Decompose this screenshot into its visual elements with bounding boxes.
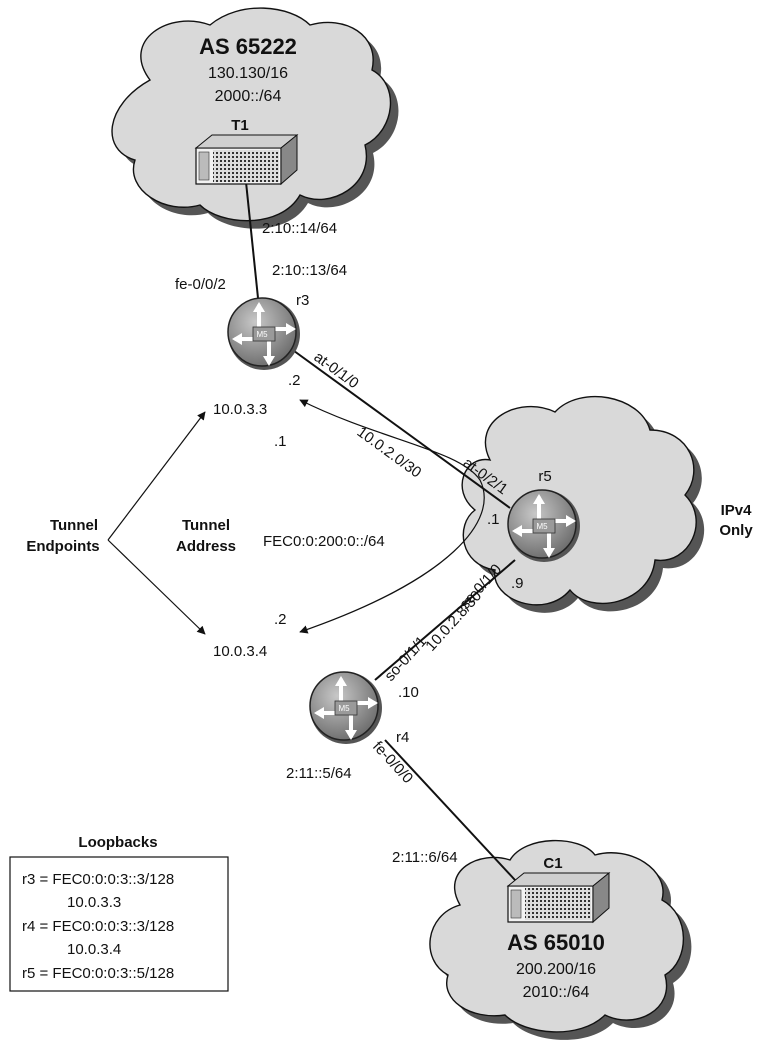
t1-ipv4-prefix: 130.130/16 — [208, 65, 288, 82]
endpoint-arrow-r3 — [107, 411, 206, 541]
r4-so-host: .10 — [398, 684, 419, 701]
tunnel-endpoint-r4: 10.0.3.4 — [213, 643, 267, 660]
loopbacks-title: Loopbacks — [78, 834, 157, 851]
r5-at-host: .1 — [487, 511, 500, 528]
r3-side-address: 2:10::13/64 — [272, 262, 347, 279]
t1-ipv6-prefix: 2000::/64 — [215, 88, 282, 105]
r4-r5-network: 10.0.2.8/30 — [422, 588, 485, 655]
tunnel-path — [299, 399, 485, 634]
c1-router-label: C1 — [543, 855, 562, 872]
t1-side-address: 2:10::14/64 — [262, 220, 337, 237]
c1-as-label: AS 65010 — [507, 930, 605, 955]
r3-name: r3 — [296, 292, 309, 309]
tunnel-host-r4: .2 — [274, 611, 287, 628]
r5-router-icon: M5 — [506, 488, 582, 564]
r3-at-interface: at-0/1/0 — [311, 348, 362, 392]
r4-router-icon: M5 — [308, 670, 384, 746]
link-t1-r3 — [245, 181, 259, 299]
t1-as-label: AS 65222 — [199, 34, 297, 59]
tunnel-address-line2: Address — [176, 538, 236, 555]
r3-r5-network: 10.0.2.0/30 — [354, 423, 425, 481]
c1-cloud — [429, 839, 692, 1040]
tunnel-endpoints-line1: Tunnel — [50, 517, 98, 534]
r3-fe-interface: fe-0/0/2 — [175, 276, 226, 293]
c1-ipv4-prefix: 200.200/16 — [516, 961, 596, 978]
t1-router-label: T1 — [231, 117, 249, 134]
loopback-r4-ipv6: r4 = FEC0:0:0:3::3/128 — [22, 918, 174, 935]
c1-ipv6-prefix: 2010::/64 — [523, 984, 590, 1001]
r4-model-label: M5 — [338, 704, 350, 713]
t1-server-icon — [194, 133, 299, 186]
tunnel-prefix: FEC0:0:200:0::/64 — [263, 533, 385, 550]
ipv4-only-line1: IPv4 — [721, 502, 753, 519]
r5-model-label: M5 — [536, 522, 548, 531]
r3-model-label: M5 — [256, 330, 268, 339]
link-r3-r5 — [289, 347, 511, 509]
c1-server-icon — [506, 871, 611, 924]
r3-at-host: .2 — [288, 372, 301, 389]
r5-name: r5 — [538, 468, 551, 485]
r5-cloud — [461, 395, 705, 613]
loopback-r4-ipv4: 10.0.3.4 — [67, 941, 121, 958]
tunnel-endpoint-r3: 10.0.3.3 — [213, 401, 267, 418]
c1-side-address: 2:11::6/64 — [392, 849, 458, 866]
tunnel-endpoints-line2: Endpoints — [26, 538, 99, 555]
loopback-r3-ipv4: 10.0.3.3 — [67, 894, 121, 911]
loopback-r3-ipv6: r3 = FEC0:0:0:3::3/128 — [22, 871, 174, 888]
link-r5-r4 — [374, 559, 516, 681]
r4-name: r4 — [396, 729, 409, 746]
r5-so-host: .9 — [511, 575, 524, 592]
r4-side-address: 2:11::5/64 — [286, 765, 352, 782]
t1-cloud — [111, 7, 399, 229]
tunnel-address-line1: Tunnel — [182, 517, 230, 534]
link-r4-c1 — [384, 739, 516, 881]
loopbacks-box — [9, 856, 229, 992]
r3-router-icon: M5 — [226, 296, 302, 372]
endpoint-arrow-r4 — [107, 539, 206, 635]
ipv4-only-line2: Only — [719, 522, 753, 539]
loopback-r5-ipv6: r5 = FEC0:0:0:3::5/128 — [22, 965, 174, 982]
tunnel-host-r3: .1 — [274, 433, 287, 450]
r4-so-interface: so-0/1/1 — [381, 633, 430, 685]
